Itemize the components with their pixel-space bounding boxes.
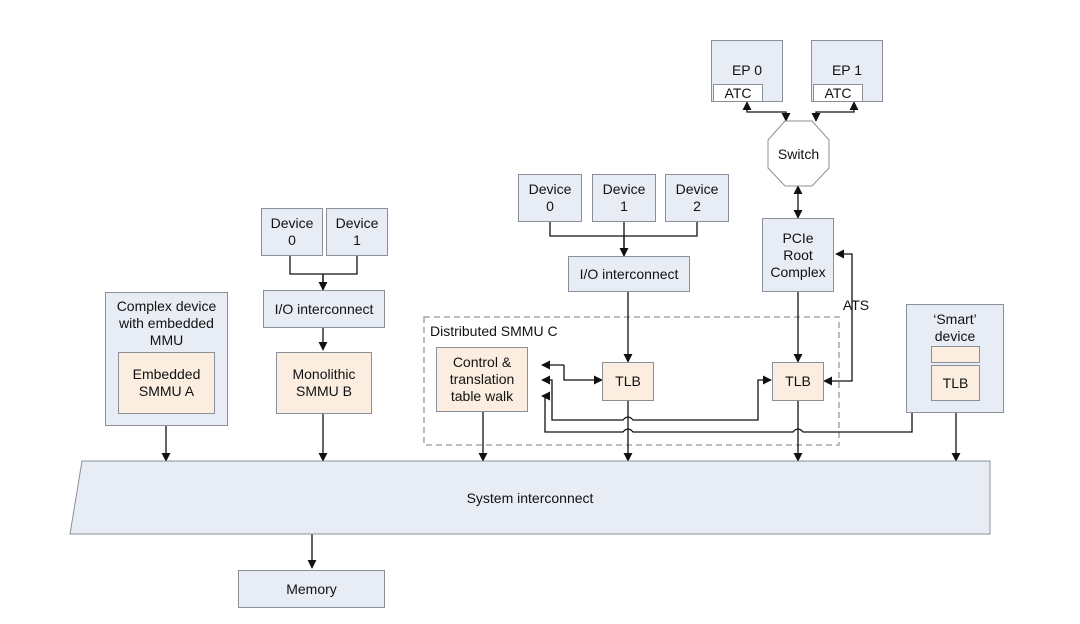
control-tlb2-link bbox=[541, 375, 772, 421]
distributed-smmu-boundary bbox=[423, 316, 840, 446]
switch-shape bbox=[767, 120, 830, 187]
ep1-atc: ATC bbox=[813, 84, 863, 102]
embedded-smmu-a: Embedded SMMU A bbox=[118, 352, 215, 414]
tlb1-control-link bbox=[563, 365, 603, 385]
ep1-switch-link bbox=[811, 101, 859, 122]
control-translation-walk: Control & translation table walk bbox=[436, 347, 528, 412]
monolithic-smmu-b: Monolithic SMMU B bbox=[276, 352, 372, 414]
ep0-atc: ATC bbox=[713, 84, 763, 102]
io-interconnect-b: I/O interconnect bbox=[263, 290, 385, 328]
device-c1: Device 1 bbox=[592, 174, 656, 222]
smart-device-label: ‘Smart’ device bbox=[933, 311, 977, 344]
switch-label: Switch bbox=[777, 146, 820, 162]
system-interconnect-label: System interconnect bbox=[466, 490, 594, 506]
complex-device-label: Complex device with embedded MMU bbox=[116, 298, 217, 348]
device-b0: Device 0 bbox=[261, 208, 323, 256]
system-interconnect-shape bbox=[69, 460, 991, 535]
pcie-root-complex: PCIe Root Complex bbox=[762, 218, 834, 292]
tlb-c2: TLB bbox=[772, 362, 824, 401]
smart-device-tlb: TLB bbox=[931, 365, 980, 401]
tlb-c1: TLB bbox=[602, 362, 654, 401]
ep0-label: EP 0 bbox=[731, 62, 763, 78]
ep1-label: EP 1 bbox=[831, 62, 863, 78]
ep0-switch-link bbox=[742, 101, 791, 122]
memory-box: Memory bbox=[238, 570, 385, 608]
device-c2: Device 2 bbox=[665, 174, 729, 222]
distributed-smmu-c-label: Distributed SMMU C bbox=[430, 323, 558, 339]
smart-device-atc bbox=[931, 346, 980, 363]
io-interconnect-c: I/O interconnect bbox=[568, 256, 690, 292]
control-smart-tlb-link bbox=[541, 375, 930, 433]
device-c0: Device 0 bbox=[518, 174, 582, 222]
ats-label: ATS bbox=[842, 297, 870, 313]
device-b1: Device 1 bbox=[326, 208, 388, 256]
